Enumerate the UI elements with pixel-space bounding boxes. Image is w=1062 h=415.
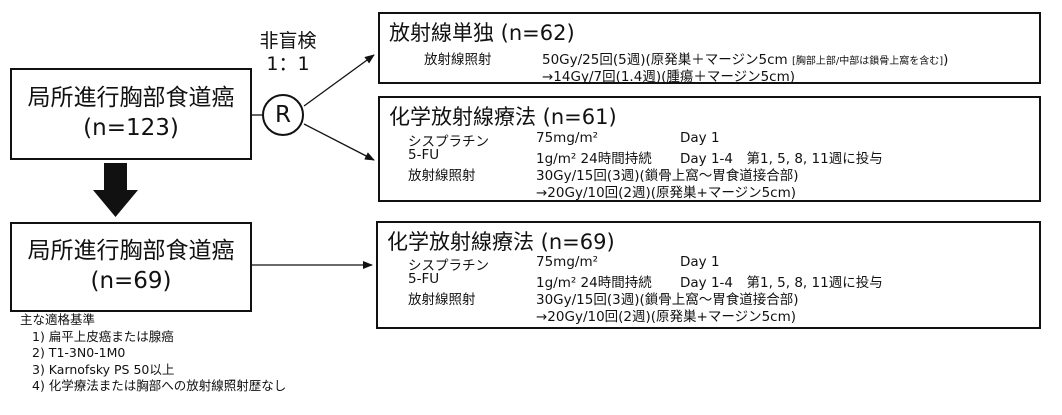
ratio-text: 1：1 [266, 52, 310, 75]
row-value: 50Gy/25回(5週)(原発巣＋マージン5cm [胸部上部/中部は鎖骨上窩を含… [542, 48, 948, 68]
arm-crt-61-box: 化学放射線療法 (n=61) シスプラチン 75mg/m² Day 1 5-FU… [378, 96, 1041, 202]
population-count: (n=69) [90, 268, 172, 294]
arrow-to-rt-arm [303, 54, 375, 107]
row-label: 放射線照射 [424, 52, 492, 68]
population-box-123: 局所進行胸部食道癌 (n=123) [10, 68, 252, 160]
down-block-arrow [93, 163, 138, 217]
row-dose: 75mg/m² [536, 130, 599, 146]
arm-crt-69-box: 化学放射線療法 (n=69) シスプラチン 75mg/m² Day 1 5-FU… [376, 221, 1041, 329]
row-dose: 30Gy/15回(3週)(鎖骨上窩～胃食道接合部) [536, 168, 799, 184]
arm-crt1-title: 化学放射線療法 (n=61) [389, 105, 617, 129]
arrow-to-crt-arm [303, 123, 375, 161]
open-label-text: 非盲検 [259, 30, 317, 52]
row-schedule: Day 1-4 第1, 5, 8, 11週に投与 [680, 275, 883, 291]
population-count: (n=123) [83, 115, 179, 141]
row-value-main: 50Gy/25回(5週)(原発巣＋マージン5cm [542, 52, 788, 68]
row-schedule: Day 1 [680, 130, 720, 146]
row-label: 放射線照射 [408, 292, 476, 308]
row-dose: →20Gy/10回(2週)(原発巣+マージン5cm) [536, 185, 797, 201]
arm-rt-alone-box: 放射線単独 (n=62) 放射線照射 50Gy/25回(5週)(原発巣＋マージン… [378, 12, 1041, 85]
criteria-heading: 主な適格基準 [20, 312, 96, 327]
row-value-note: [胸部上部/中部は鎖骨上窩を含む] [791, 56, 944, 67]
population-label: 局所進行胸部食道癌 [27, 238, 235, 265]
row-dose: 30Gy/15回(3週)(鎖骨上窩～胃食道接合部) [536, 292, 799, 308]
population-box-69: 局所進行胸部食道癌 (n=69) [10, 222, 252, 312]
row-label: 放射線照射 [408, 168, 476, 184]
row-schedule: Day 1-4 第1, 5, 8, 11週に投与 [680, 151, 883, 167]
row-value: →14Gy/7回(1.4週)(腫瘍＋マージン5cm) [542, 69, 796, 85]
eligibility-criteria: 主な適格基準 1) 扁平上皮癌または腺癌 2) T1-3N0-1M0 3) Ka… [20, 312, 286, 395]
row-label: シスプラチン [408, 258, 489, 274]
row-label: シスプラチン [408, 134, 489, 150]
criteria-item: 2) T1-3N0-1M0 [32, 345, 126, 360]
row-dose: →20Gy/10回(2週)(原発巣+マージン5cm) [536, 309, 797, 325]
arm-rt-title: 放射線単独 (n=62) [389, 21, 575, 45]
row-label: 5-FU [408, 147, 440, 163]
row-label: 5-FU [408, 271, 440, 287]
row-dose: 1g/m² 24時間持続 [536, 275, 652, 291]
criteria-item: 4) 化学療法または胸部への放射線照射歴なし [32, 378, 287, 393]
criteria-item: 3) Karnofsky PS 50以上 [32, 361, 175, 377]
population-label: 局所進行胸部食道癌 [27, 85, 235, 112]
randomization-label: 非盲検 1：1 [248, 30, 328, 76]
row-dose: 75mg/m² [536, 254, 599, 270]
row-value-tail: ) [943, 52, 949, 68]
row-schedule: Day 1 [680, 254, 720, 270]
criteria-item: 1) 扁平上皮癌または腺癌 [32, 328, 174, 344]
arm-crt2-title: 化学放射線療法 (n=69) [387, 230, 615, 254]
randomization-circle: R [262, 94, 304, 136]
row-dose: 1g/m² 24時間持続 [536, 151, 652, 167]
